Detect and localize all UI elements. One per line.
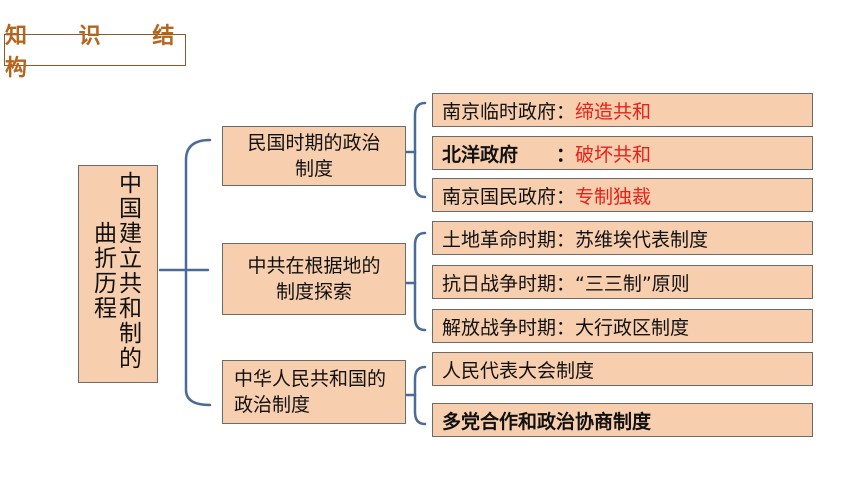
branch-label: 民国时期的政治制度 (247, 132, 381, 180)
leaf-prefix: 南京国民政府： (442, 185, 576, 208)
leaf-prefix: 北洋政府 ： (442, 143, 576, 166)
leaf-prefix: 南京临时政府： (442, 100, 576, 123)
branch-node: 中华人民共和国的政治制度 (222, 360, 406, 424)
root-char: 中 (119, 171, 142, 197)
branch-node: 中共在根据地的制度探索 (222, 243, 406, 315)
leaf-node: 南京临时政府：缔造共和 (432, 93, 813, 127)
root-char: 共 (119, 271, 142, 297)
leaf-node: 解放战争时期：大行政区制度 (432, 309, 813, 343)
leaf-highlight: 专制独裁 (575, 185, 652, 208)
leaf-text: 解放战争时期：大行政区制度 (442, 316, 690, 339)
leaf-text: 抗日战争时期：“三三制”原则 (442, 272, 690, 295)
leaf-highlight: 缔造共和 (575, 100, 652, 123)
leaf-node: 北洋政府 ：破坏共和 (432, 136, 813, 170)
branch1-bracket (413, 101, 427, 199)
leaf-highlight: 破坏共和 (575, 143, 652, 166)
root-char: 折 (94, 246, 117, 272)
branch2-bracket (413, 231, 427, 332)
root-char: 曲 (94, 221, 117, 247)
root-bracket (184, 138, 212, 407)
branch-node: 民国时期的政治制度 (222, 126, 406, 186)
root-col-left: 曲折历程 (94, 172, 117, 382)
leaf-node: 人民代表大会制度 (432, 352, 813, 386)
root-char: 建 (119, 221, 142, 247)
leaf-node: 土地革命时期：苏维埃代表制度 (432, 221, 813, 255)
leaf-text: 人民代表大会制度 (442, 359, 595, 382)
leaf-node: 多党合作和政治协商制度 (432, 403, 813, 437)
root-char: 历 (94, 271, 117, 297)
branch-label: 中共在根据地的制度探索 (247, 255, 381, 303)
root-char: 国 (119, 196, 142, 222)
root-node: 中国建立共和制的 曲折历程 (78, 165, 158, 383)
branch-label: 中华人民共和国的政治制度 (234, 368, 387, 416)
root-char: 的 (119, 346, 142, 372)
root-char: 制 (119, 321, 142, 347)
root-char: 和 (119, 296, 142, 322)
leaf-text: 多党合作和政治协商制度 (442, 410, 652, 433)
root-char: 程 (94, 296, 117, 322)
root-col-right: 中国建立共和制的 (119, 172, 142, 382)
leaf-node: 抗日战争时期：“三三制”原则 (432, 265, 813, 299)
root-char: 立 (119, 246, 142, 272)
leaf-node: 南京国民政府：专制独裁 (432, 178, 813, 212)
branch3-bracket (413, 365, 427, 426)
section-title-text: 知 识 结 构 (5, 24, 197, 81)
leaf-text: 土地革命时期：苏维埃代表制度 (442, 228, 709, 251)
section-title: 知 识 结 构 (4, 24, 186, 81)
